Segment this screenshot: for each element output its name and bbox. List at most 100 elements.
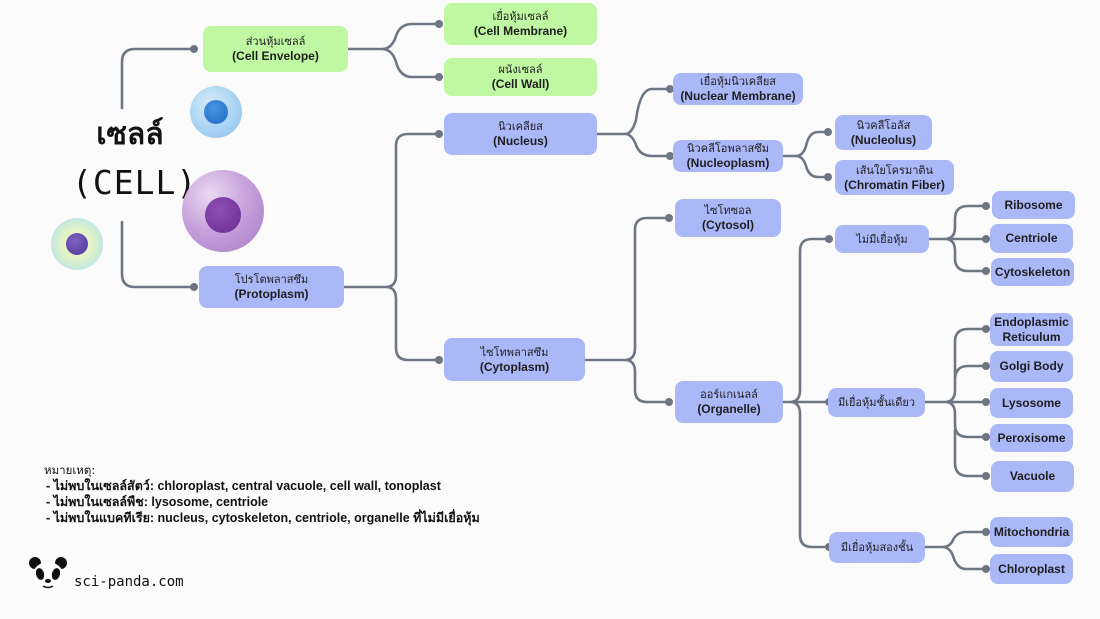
note-line: - ไม่พบในเซลล์พืช: lysosome, centriole (46, 495, 269, 509)
connector-dot (824, 173, 832, 181)
node-chromatin-fiber[interactable]: เส้นใยโครมาติน (Chromatin Fiber) (835, 160, 954, 195)
node-golgi-body[interactable]: Golgi Body (990, 351, 1073, 382)
node-label-thai: โปรโตพลาสซึม (234, 273, 309, 286)
connector-dot (435, 73, 443, 81)
node-label-english: Reticulum (1002, 329, 1061, 344)
connector-dot (190, 45, 198, 53)
connector-double-children (923, 530, 988, 571)
connector-dot (190, 283, 198, 291)
node-label-thai: เส้นใยโครมาติน (855, 163, 934, 177)
node-label-thai: มีเยื่อหุ้มชั้นเดียว (837, 396, 916, 409)
node-label-english: (Cytosol) (702, 218, 754, 232)
node-label-english: (Nucleus) (493, 134, 548, 148)
node-label-english: (Nucleoplasm) (686, 156, 770, 170)
node-label-english: Endoplasmic (994, 314, 1069, 329)
node-cell-membrane[interactable]: เยื่อหุ้มเซลล์ (Cell Membrane) (444, 3, 597, 45)
connector-organelle-children (781, 237, 831, 549)
node-peroxisome[interactable]: Peroxisome (990, 424, 1073, 452)
node-nucleus[interactable]: นิวเคลียส (Nucleus) (444, 113, 597, 155)
node-label-thai: นิวเคลียส (498, 120, 543, 133)
connector-dot (665, 214, 673, 222)
node-nuclear-membrane[interactable]: เยื่อหุ้มนิวเคลียส (Nuclear Membrane) (673, 73, 803, 105)
connector-dot (435, 356, 443, 364)
root-title: เซลล์ (CELL) (72, 112, 196, 208)
node-label-english: (Organelle) (697, 402, 761, 416)
node-label-thai: ไซโทพลาสซึม (480, 345, 549, 359)
node-label-english: Golgi Body (999, 359, 1064, 373)
node-label-thai: ไม่มีเยื่อหุ้ม (856, 232, 908, 246)
node-label-english: (Cell Membrane) (473, 24, 568, 38)
connector-dot (435, 130, 443, 138)
node-label-english: (Nuclear Membrane) (680, 89, 796, 103)
node-no-membrane[interactable]: ไม่มีเยื่อหุ้ม (835, 225, 929, 253)
node-label-english: (Protoplasm) (234, 287, 309, 301)
connector-dot (982, 398, 990, 406)
note-line: - ไม่พบในเซลล์สัตว์: chloroplast, centra… (46, 479, 441, 493)
node-label-english: Cytoskeleton (994, 264, 1071, 279)
connector-root-protoplasm (120, 220, 196, 289)
connector-dot (982, 325, 990, 333)
node-mitochondria[interactable]: Mitochondria (990, 517, 1073, 547)
node-vacuole[interactable]: Vacuole (991, 461, 1074, 492)
node-label-english: Peroxisome (997, 430, 1066, 445)
notes-section: หมายเหตุ: - ไม่พบในเซลล์สัตว์: chloropla… (44, 462, 480, 526)
node-endoplasmic-reticulum[interactable]: Endoplasmic Reticulum (990, 313, 1073, 346)
node-organelle[interactable]: ออร์แกเนลล์ (Organelle) (675, 381, 783, 423)
node-nucleolus[interactable]: นิวคลีโอลัส (Nucleolus) (835, 115, 932, 150)
node-label-thai: นิวคลีโอลัส (856, 118, 911, 132)
node-cytoplasm[interactable]: ไซโทพลาสซึม (Cytoplasm) (444, 338, 585, 381)
node-label-english: (Chromatin Fiber) (844, 177, 945, 192)
node-ribosome[interactable]: Ribosome (992, 191, 1075, 219)
panda-icon (29, 557, 67, 589)
connector-dot (825, 235, 833, 243)
node-label-english: Vacuole (1009, 469, 1056, 483)
node-label-thai: มีเยื่อหุ้มสองชั้น (840, 541, 914, 554)
brand-site: sci-panda.com (74, 574, 184, 590)
node-label-thai: ผนังเซลล์ (498, 63, 543, 76)
blue-cell-illustration (190, 86, 242, 138)
node-protoplasm[interactable]: โปรโตพลาสซึม (Protoplasm) (199, 266, 344, 308)
purple-cell-nucleus (205, 197, 241, 233)
node-label-english: (Nucleolus) (850, 132, 917, 147)
node-cytoskeleton[interactable]: Cytoskeleton (991, 258, 1074, 286)
connector-dot (435, 20, 443, 28)
node-label-thai: ออร์แกเนลล์ (700, 388, 758, 401)
connector-nucleus-children (595, 87, 672, 158)
connector-cytoplasm-children (583, 216, 671, 404)
connector-dot (982, 472, 990, 480)
connector-dot (982, 528, 990, 536)
connector-dot (824, 128, 832, 136)
connector-single-children (923, 327, 988, 478)
node-label-english: (Cell Envelope) (232, 49, 319, 63)
node-lysosome[interactable]: Lysosome (990, 388, 1073, 418)
root-title-thai: เซลล์ (96, 117, 164, 152)
node-cytosol[interactable]: ไซโทซอล (Cytosol) (675, 199, 781, 237)
node-label-english: (Cell Wall) (491, 77, 550, 91)
node-label-thai: นิวคลีโอพลาสซึม (687, 142, 769, 155)
connector-dot (982, 202, 990, 210)
node-cell-wall[interactable]: ผนังเซลล์ (Cell Wall) (444, 58, 597, 96)
node-cell-envelope[interactable]: ส่วนหุ้มเซลล์ (Cell Envelope) (203, 26, 348, 72)
node-nucleoplasm[interactable]: นิวคลีโอพลาสซึม (Nucleoplasm) (673, 140, 783, 172)
node-label-english: Centriole (1005, 231, 1058, 245)
connector-dot (665, 398, 673, 406)
node-label-english: Chloroplast (998, 561, 1065, 576)
yellow-cell-nucleus (66, 233, 88, 255)
connector-root-envelope (120, 47, 196, 110)
node-label-english: Lysosome (1002, 395, 1061, 410)
connector-dot (982, 433, 990, 441)
connector-nomembrane-children (927, 204, 988, 273)
node-single-membrane[interactable]: มีเยื่อหุ้มชั้นเดียว (828, 388, 925, 417)
yellow-cell-illustration (51, 218, 103, 270)
node-chloroplast[interactable]: Chloroplast (990, 554, 1073, 584)
connector-dot (666, 152, 674, 160)
connector-dot (982, 235, 990, 243)
node-double-membrane[interactable]: มีเยื่อหุ้มสองชั้น (829, 532, 925, 563)
connector-envelope-children (346, 22, 441, 79)
node-centriole[interactable]: Centriole (990, 224, 1073, 253)
blue-cell-nucleus (204, 100, 228, 124)
node-label-thai: ไซโทซอล (704, 204, 752, 217)
connector-dot (982, 565, 990, 573)
notes-heading: หมายเหตุ: (44, 463, 96, 477)
